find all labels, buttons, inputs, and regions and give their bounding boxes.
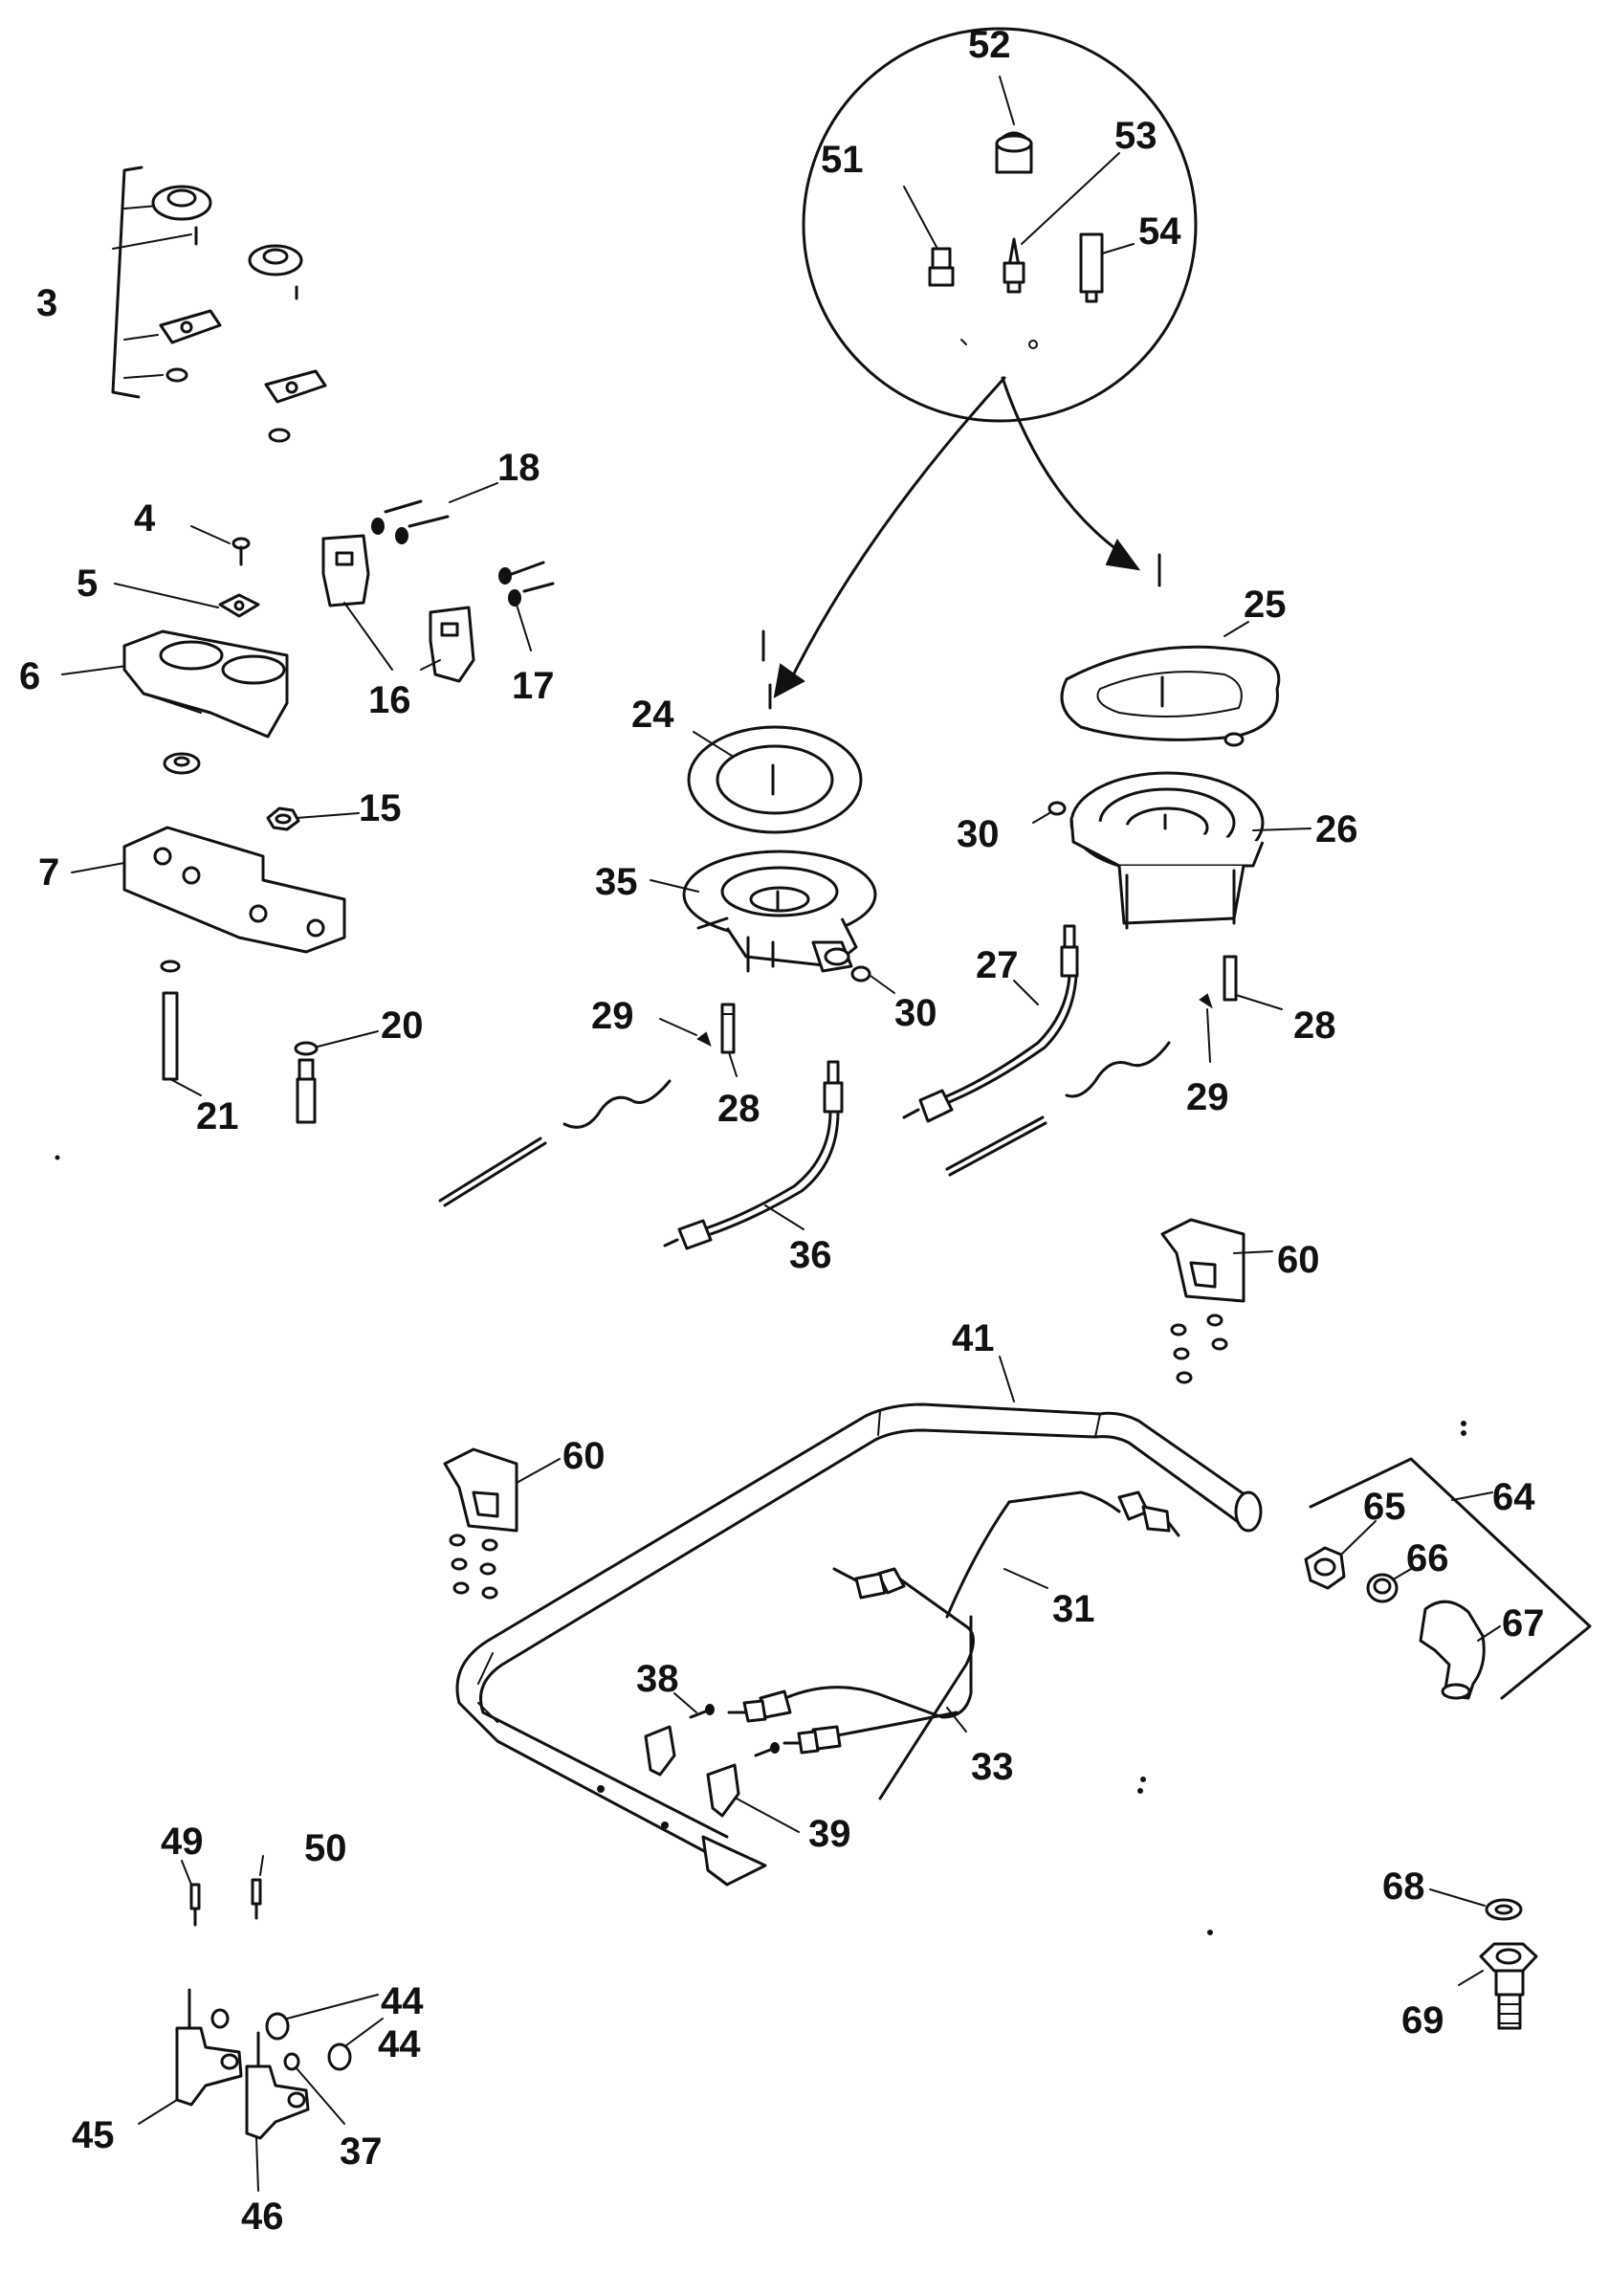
- shaft-20: [294, 1030, 379, 1124]
- nut-15: [266, 806, 360, 831]
- fitting-69: [1458, 1942, 1538, 2030]
- callout-29-right: 29: [1186, 1076, 1229, 1118]
- callout-30-right: 30: [957, 813, 1000, 855]
- burner-base-26: [1069, 771, 1311, 930]
- callout-37: 37: [340, 2130, 383, 2173]
- washer-68: [1429, 1888, 1523, 1921]
- callout-60-left: 60: [562, 1435, 606, 1477]
- speckle-marks: [55, 1155, 1466, 1935]
- callout-66: 66: [1406, 1537, 1449, 1579]
- tube-33: [727, 1615, 973, 1755]
- thermocouple-27: [902, 924, 1079, 1123]
- callout-5: 5: [77, 563, 98, 605]
- clip-29-right: [1199, 993, 1213, 1063]
- callout-51: 51: [821, 139, 864, 181]
- screw-4: [190, 525, 251, 566]
- o-ring-30-right: [1032, 801, 1067, 824]
- ignition-lead-left: [438, 1079, 672, 1207]
- callout-25: 25: [1244, 584, 1287, 626]
- callout-67: 67: [1502, 1602, 1545, 1645]
- callout-68: 68: [1382, 1866, 1425, 1908]
- bracket-plate-7: [71, 826, 346, 954]
- callout-35: 35: [595, 861, 638, 903]
- callout-labels: 3 4 5 6 7 15 16 17 18 20 21 24 25 26 27 …: [19, 24, 1545, 2238]
- callout-16: 16: [368, 679, 411, 721]
- callout-33: 33: [971, 1746, 1014, 1788]
- callout-49: 49: [161, 1821, 204, 1863]
- callout-41: 41: [952, 1317, 995, 1359]
- callout-64: 64: [1492, 1476, 1535, 1518]
- tube-31: [832, 1490, 1180, 1800]
- callout-65: 65: [1363, 1486, 1406, 1528]
- callout-24: 24: [631, 694, 674, 736]
- ignition-lead-right: [945, 1041, 1171, 1177]
- callout-69: 69: [1401, 1999, 1444, 2042]
- callout-6: 6: [19, 655, 40, 697]
- shaft-21: [160, 960, 202, 1096]
- callout-26: 26: [1315, 808, 1358, 850]
- callout-20: 20: [381, 1004, 424, 1047]
- callout-44-bottom: 44: [378, 2023, 421, 2065]
- callout-21: 21: [196, 1095, 239, 1137]
- callout-60-right: 60: [1277, 1239, 1320, 1281]
- manifold-41: [455, 1356, 1263, 1887]
- pin-49: [181, 1860, 201, 1927]
- callout-52: 52: [968, 24, 1011, 66]
- callout-54: 54: [1138, 210, 1181, 253]
- callout-53: 53: [1114, 115, 1157, 157]
- part-group-64: [1304, 1457, 1592, 1700]
- screw-18: [371, 482, 498, 544]
- callout-27: 27: [976, 944, 1019, 986]
- electrode-28-left: [720, 1003, 738, 1077]
- callout-3: 3: [36, 282, 57, 324]
- plate-5: [114, 583, 260, 618]
- valve-45: [138, 1988, 243, 2125]
- screw-38: [673, 1692, 780, 1757]
- callout-39: 39: [808, 1813, 851, 1855]
- switch-16: [321, 534, 475, 683]
- callout-31: 31: [1052, 1588, 1095, 1630]
- thermocouple-36: [663, 1060, 844, 1250]
- callout-4: 4: [134, 497, 156, 540]
- callout-50: 50: [304, 1827, 347, 1869]
- callout-45: 45: [72, 2114, 115, 2156]
- valve-46: [245, 2031, 310, 2192]
- burner-panel-6: [61, 629, 289, 775]
- callout-7: 7: [38, 851, 59, 894]
- part-group-3: [111, 166, 327, 443]
- callout-38: 38: [636, 1658, 679, 1700]
- callout-28-right: 28: [1293, 1004, 1336, 1047]
- screw-17: [498, 561, 555, 651]
- callout-30-left: 30: [894, 992, 937, 1034]
- callout-15: 15: [359, 787, 402, 829]
- o-ring-30-left: [850, 965, 895, 994]
- callout-18: 18: [497, 447, 540, 489]
- pin-50: [251, 1855, 264, 1920]
- callout-36: 36: [789, 1234, 832, 1276]
- callout-29-left: 29: [591, 995, 634, 1037]
- burner-cap-24: [687, 629, 863, 834]
- bracket-60-left: [443, 1447, 561, 1600]
- clip-39: [644, 1725, 800, 1833]
- clip-29-left: [659, 1018, 712, 1047]
- callout-46: 46: [241, 2196, 284, 2238]
- callout-28-left: 28: [717, 1088, 760, 1130]
- callout-44-top: 44: [381, 1980, 424, 2022]
- bracket-60-right: [1160, 1218, 1273, 1384]
- burner-cap-25: [1060, 621, 1281, 747]
- inset-detail-circle: [773, 27, 1198, 698]
- o-ring-44: [210, 1994, 384, 2071]
- burner-base-35: [650, 850, 877, 973]
- callout-17: 17: [512, 665, 555, 707]
- o-ring-37: [283, 2052, 345, 2125]
- electrode-28-right: [1223, 955, 1283, 1010]
